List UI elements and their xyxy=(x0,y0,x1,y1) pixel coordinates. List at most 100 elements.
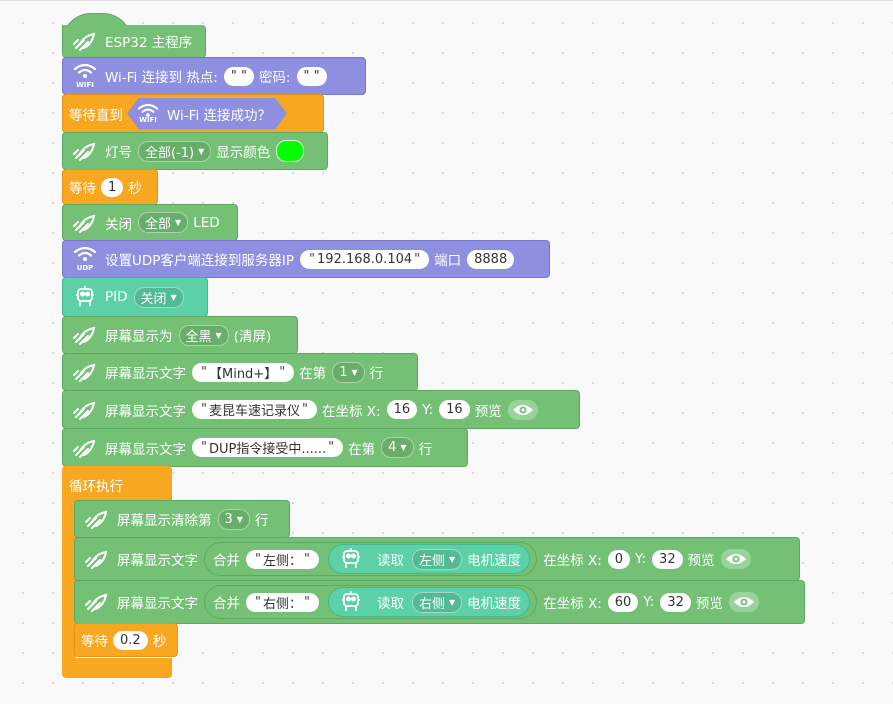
x-label: 在坐标 X: xyxy=(543,553,602,569)
rocket-icon xyxy=(65,391,105,428)
loop-bottom xyxy=(62,658,172,678)
quote-open: " xyxy=(201,440,207,455)
text-input[interactable]: "右侧：" xyxy=(246,592,319,612)
preview-label: 预览 xyxy=(687,553,715,569)
preview-label: 预览 xyxy=(695,596,723,612)
wifi-icon: UDP xyxy=(65,241,105,277)
seconds-input[interactable]: 0.2 xyxy=(113,630,148,650)
line-dropdown[interactable]: 4▼ xyxy=(381,437,414,458)
line-prefix-label: 在第 xyxy=(299,366,327,382)
screen-clear-line-block[interactable]: 屏幕显示清除第 3▼ 行 xyxy=(74,500,290,538)
eye-icon[interactable] xyxy=(728,592,759,612)
preview-label: 预览 xyxy=(474,403,502,420)
merge-label: 合并 xyxy=(213,596,240,612)
speed-label: 电机速度 xyxy=(467,596,522,612)
udp-label: UDP xyxy=(76,264,94,272)
led-index-dropdown[interactable]: 全部(-1)▼ xyxy=(138,140,212,162)
eye-icon[interactable] xyxy=(507,399,538,420)
read-label: 读取 xyxy=(376,553,404,569)
password-input[interactable]: " " xyxy=(296,66,327,86)
quote-close: " xyxy=(414,251,421,267)
pid-block[interactable]: PID 关闭▼ xyxy=(62,277,208,317)
fill-dropdown[interactable]: 全黑▼ xyxy=(178,324,229,346)
line-dropdown[interactable]: 3▼ xyxy=(217,508,250,530)
forever-loop-block[interactable]: 循环执行 xyxy=(62,466,172,501)
quote-close: " xyxy=(304,551,310,567)
ssid-input[interactable]: " " xyxy=(223,66,254,86)
color-swatch[interactable] xyxy=(276,140,305,162)
led-color-block[interactable]: 灯号 全部(-1)▼ 显示颜色 xyxy=(62,132,328,170)
block-label: 等待直到 xyxy=(69,107,123,124)
merge-reporter[interactable]: 合并 "右侧：" 读取 右侧▼ 电机速度 xyxy=(204,585,538,619)
wait-until-block[interactable]: 等待直到 WIFI Wi-Fi 连接成功？ xyxy=(62,94,324,133)
text-input[interactable]: "DUP指令接受中......" xyxy=(192,438,344,457)
x-input[interactable]: 0 xyxy=(607,549,631,569)
quote-open: " xyxy=(201,364,207,380)
pid-dropdown[interactable]: 关闭▼ xyxy=(133,286,184,308)
block-label: ESP32 主程序 xyxy=(105,35,193,51)
eye-icon[interactable] xyxy=(720,549,751,569)
read-motor-speed-reporter[interactable]: 读取 右侧▼ 电机速度 xyxy=(327,587,531,617)
x-input[interactable]: 16 xyxy=(386,400,418,419)
block-label: 等待 xyxy=(69,181,96,197)
wifi-icon: WIFI xyxy=(137,103,159,124)
screen-text-line-block[interactable]: 屏幕显示文字 "【Mind+】" 在第 1▼ 行 xyxy=(62,353,418,391)
seconds-input[interactable]: 1 xyxy=(101,177,124,197)
caret-down-icon: ▼ xyxy=(449,554,456,564)
password-label: 密码: xyxy=(258,70,291,86)
robot-icon xyxy=(333,547,369,571)
block-label: 等待 xyxy=(81,634,108,650)
line-dropdown[interactable]: 1▼ xyxy=(332,361,365,383)
y-label: Y: xyxy=(635,551,647,567)
screen-text-right-speed-block[interactable]: 屏幕显示文字 合并 "右侧：" 读取 右侧▼ 电机速度 在坐标 X: 60 Y:… xyxy=(74,580,805,624)
read-motor-speed-reporter[interactable]: 读取 左侧▼ 电机速度 xyxy=(327,544,531,574)
block-label: 屏幕显示文字 xyxy=(105,403,186,420)
led-select-dropdown[interactable]: 全部▼ xyxy=(138,212,189,233)
x-input[interactable]: 60 xyxy=(607,592,639,612)
block-label: 屏幕显示文字 xyxy=(105,441,186,458)
port-label: 端口 xyxy=(434,253,462,269)
screen-text-left-speed-block[interactable]: 屏幕显示文字 合并 "左侧：" 读取 左侧▼ 电机速度 在坐标 X: 0 Y: … xyxy=(74,537,800,581)
screen-fill-block[interactable]: 屏幕显示为 全黑▼ (清屏) xyxy=(62,316,298,354)
wifi-label: WIFI xyxy=(76,81,94,89)
y-input[interactable]: 32 xyxy=(652,549,683,569)
y-input[interactable]: 16 xyxy=(439,400,470,419)
x-label: 在坐标 X: xyxy=(321,403,381,420)
wifi-connect-block[interactable]: WIFI Wi-Fi 连接到 热点: " " 密码: " " xyxy=(62,57,366,95)
wifi-connected-condition[interactable]: WIFI Wi-Fi 连接成功？ xyxy=(127,98,287,130)
block-label: 屏幕显示文字 xyxy=(117,553,198,569)
merge-reporter[interactable]: 合并 "左侧：" 读取 左侧▼ 电机速度 xyxy=(204,542,538,576)
clear-label: (清屏) xyxy=(233,329,272,345)
wait-seconds-block-2[interactable]: 等待 0.2 秒 xyxy=(74,623,178,657)
rocket-icon xyxy=(77,538,117,580)
rocket-icon xyxy=(65,25,105,57)
block-label: 屏幕显示清除第 xyxy=(117,513,212,529)
text-input[interactable]: "麦昆车速记录仪" xyxy=(192,400,317,419)
dropdown-value: 1 xyxy=(339,364,348,380)
caret-down-icon: ▼ xyxy=(351,367,358,377)
dropdown-value: 全部(-1) xyxy=(145,145,195,161)
line-suffix-label: 行 xyxy=(254,513,269,529)
y-label: Y: xyxy=(643,594,655,610)
side-dropdown[interactable]: 右侧▼ xyxy=(411,591,463,613)
quote-close: " xyxy=(302,402,308,417)
ip-input[interactable]: "192.168.0.104" xyxy=(300,249,430,269)
line-suffix-label: 行 xyxy=(369,366,384,382)
quote-open: " xyxy=(201,402,207,417)
side-dropdown[interactable]: 左侧▼ xyxy=(411,548,463,570)
esp32-main-block[interactable]: ESP32 主程序 xyxy=(62,25,206,58)
text-value: 左侧： xyxy=(262,553,302,569)
ip-value: 192.168.0.104 xyxy=(317,251,413,267)
y-input[interactable]: 32 xyxy=(660,592,691,612)
robot-icon xyxy=(65,278,105,316)
wait-seconds-block[interactable]: 等待 1 秒 xyxy=(62,169,158,205)
text-input[interactable]: "左侧：" xyxy=(246,549,319,569)
udp-connect-block[interactable]: UDP 设置UDP客户端连接到服务器IP "192.168.0.104" 端口 … xyxy=(62,240,550,278)
port-input[interactable]: 8888 xyxy=(467,249,515,269)
dropdown-value: 全黑 xyxy=(185,329,212,345)
screen-text-coord-block[interactable]: 屏幕显示文字 "麦昆车速记录仪" 在坐标 X: 16 Y: 16 预览 xyxy=(62,390,580,429)
led-off-block[interactable]: 关闭 全部▼ LED xyxy=(62,204,238,241)
text-input[interactable]: "【Mind+】" xyxy=(192,362,295,382)
quote-open: " xyxy=(255,551,261,567)
screen-text-line-block-2[interactable]: 屏幕显示文字 "DUP指令接受中......" 在第 4▼ 行 xyxy=(62,428,468,467)
